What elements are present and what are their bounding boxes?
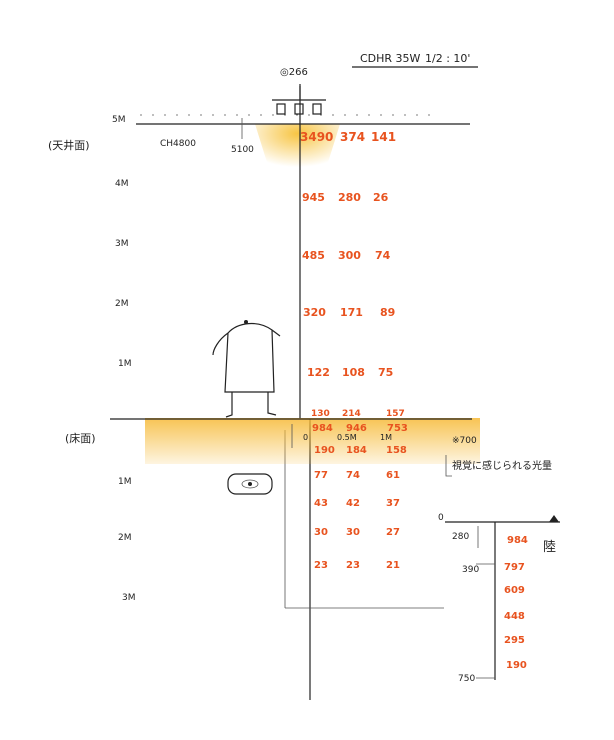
reading: 184 — [346, 445, 367, 456]
height-row: 3M 485 300 74 — [115, 239, 391, 262]
reading: 214 — [342, 409, 361, 419]
inset-reading: 609 — [504, 585, 525, 596]
reading: 23 — [314, 560, 328, 571]
reading: 122 — [307, 366, 330, 379]
depth-label: 2M — [118, 533, 132, 543]
reading: 26 — [373, 191, 389, 204]
reading: 77 — [314, 470, 328, 481]
inset-reading: 797 — [504, 562, 525, 573]
inset-depth-label: 750 — [458, 674, 475, 684]
inset-zero: 0 — [438, 513, 444, 523]
depth-label: 3M — [122, 593, 136, 603]
reading: 21 — [386, 560, 400, 571]
depth-row: 23 23 21 — [314, 560, 400, 571]
reading: 374 — [340, 130, 365, 144]
reading: 984 — [312, 423, 333, 434]
ceiling-label: (天井面) — [48, 138, 90, 152]
depth-label: 1M — [118, 477, 132, 487]
inset-reading: 984 — [507, 535, 528, 546]
height-label: 2M — [115, 299, 129, 309]
reading: 485 — [302, 249, 325, 262]
reading: 42 — [346, 498, 360, 509]
inset-reading: 448 — [504, 611, 525, 622]
reading: 3490 — [300, 130, 333, 144]
reading: 946 — [346, 423, 367, 434]
reading: 23 — [346, 560, 360, 571]
reading: 320 — [303, 306, 326, 319]
offset-label: 1M — [380, 433, 392, 442]
luminaire-icon — [272, 86, 326, 115]
reading: 171 — [340, 306, 363, 319]
lamp-mark: ◎266 — [280, 67, 308, 78]
floor-label: (床面) — [65, 431, 96, 445]
reading: 141 — [371, 130, 396, 144]
reading: 75 — [378, 366, 393, 379]
reading: 753 — [387, 423, 408, 434]
reading: 130 — [311, 409, 330, 419]
height-label: 4M — [115, 179, 129, 189]
height-label: 1M — [118, 359, 132, 369]
depth-row: 43 42 37 — [314, 498, 400, 509]
reading: 30 — [346, 527, 360, 538]
reading: 37 — [386, 498, 400, 509]
reading: 89 — [380, 306, 395, 319]
depth-row: 190 184 158 — [314, 445, 407, 456]
eye-sketch-icon — [227, 473, 273, 495]
height-row: 1M 122 108 75 — [118, 359, 393, 379]
height-row: 2M 320 171 89 — [115, 299, 395, 319]
reading: 157 — [386, 409, 405, 419]
floor-light-glow — [145, 418, 480, 464]
header: CDHR 35W 1/2 : 10' — [352, 52, 478, 68]
depth-row: 3M — [122, 593, 136, 603]
inset-surface-label: 陸 — [543, 539, 556, 555]
inset-lamp-icon — [549, 515, 559, 522]
reading: 74 — [346, 470, 360, 481]
offset-label: 0.5M — [337, 433, 357, 442]
reading: 108 — [342, 366, 365, 379]
reading: 190 — [314, 445, 335, 456]
reading: 74 — [375, 249, 391, 262]
ceiling: (天井面) 5M CH4800 5100 ◎266 — [48, 67, 470, 155]
inset-diagram: 0 陸 280 390 750 984 797 609 448 295 190 — [438, 513, 560, 684]
mount-height: 5100 — [231, 145, 254, 155]
reading: 158 — [386, 445, 407, 456]
reading: 300 — [338, 249, 361, 262]
ceiling-light-glow — [255, 124, 340, 172]
inset-reading: 295 — [504, 635, 525, 646]
depth-row: 1M 77 74 61 — [118, 470, 400, 487]
height-row: 4M 945 280 26 — [115, 179, 389, 204]
inset-depth-label: 280 — [452, 532, 469, 542]
ceiling-readings: 3490 374 141 — [300, 130, 396, 144]
offset-label: 0 — [303, 433, 308, 442]
floor: (床面) 130 214 157 984 946 753 0 0.5M 1M ※… — [65, 409, 552, 477]
reading: 61 — [386, 470, 400, 481]
note-value: ※700 — [452, 436, 477, 446]
ceiling-height: CH4800 — [160, 139, 196, 149]
reading: 280 — [338, 191, 361, 204]
person-figure-icon — [212, 320, 281, 418]
reading: 30 — [314, 527, 328, 538]
drawing-scale: 1/2 : 10' — [425, 52, 470, 65]
inset-depth-label: 390 — [462, 565, 479, 575]
reading: 27 — [386, 527, 400, 538]
ceiling-height-label: 5M — [112, 115, 126, 125]
note-text: 視覚に感じられる光量 — [452, 459, 552, 472]
depth-row: 2M 30 30 27 — [118, 527, 400, 543]
reading: 43 — [314, 498, 328, 509]
lamp-spec: CDHR 35W — [360, 52, 421, 65]
reading: 945 — [302, 191, 325, 204]
height-label: 3M — [115, 239, 129, 249]
inset-reading: 190 — [506, 660, 527, 671]
